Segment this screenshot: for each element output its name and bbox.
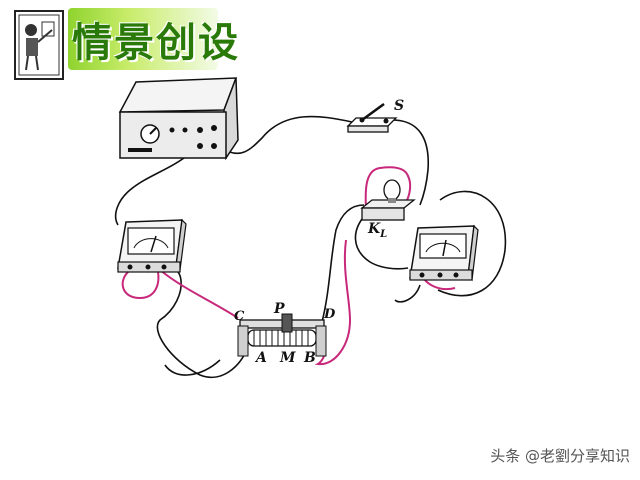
title-banner [68, 8, 218, 70]
logo-icon [14, 10, 64, 80]
rheostat: P C D A M B [234, 301, 336, 366]
wire-supply-to-switch [221, 115, 353, 155]
slider-p-icon [281, 313, 293, 333]
wire-ammeter-to-rheostat-magenta [159, 269, 239, 319]
wire-supply-to-ammeter [114, 151, 193, 226]
terminal-c-label: C [234, 309, 245, 324]
wire-bulb-loop-magenta [364, 166, 412, 211]
bulb-label: KL [367, 221, 387, 240]
bulb-kl: KL [360, 179, 416, 240]
terminal-b-label: B [303, 350, 316, 366]
supply-terminal-icon [197, 127, 203, 133]
page-title: 情景创设 [72, 19, 240, 66]
wire-voltmeter-outer-loop [437, 190, 507, 297]
watermark-text: 头条 @老劉分享知识 [490, 447, 630, 465]
wire-rheostat-to-bulb [321, 204, 365, 323]
ammeter-needle-icon [150, 235, 157, 253]
wire-switch-to-bulb [391, 119, 430, 206]
bulb-icon [383, 179, 401, 201]
wire-ammeter-loop-magenta [121, 271, 160, 300]
black-wires [114, 115, 507, 378]
slider-label: P [273, 301, 285, 317]
wire-rheostat-lower-loop [164, 359, 221, 376]
switch-s: S [346, 98, 404, 133]
power-supply [118, 77, 239, 161]
voltmeter-needle-icon [442, 239, 447, 257]
wire-ammeter-to-rheostat [147, 265, 249, 378]
voltmeter [409, 224, 479, 282]
ammeter [117, 218, 187, 273]
terminal-m-label: M [279, 350, 296, 366]
terminal-d-label: D [323, 307, 336, 322]
wire-bulb-to-voltmeter [354, 211, 409, 270]
switch-label: S [394, 98, 404, 114]
terminal-a-label: A [254, 350, 267, 366]
wire-voltmeter-lower [394, 284, 421, 303]
